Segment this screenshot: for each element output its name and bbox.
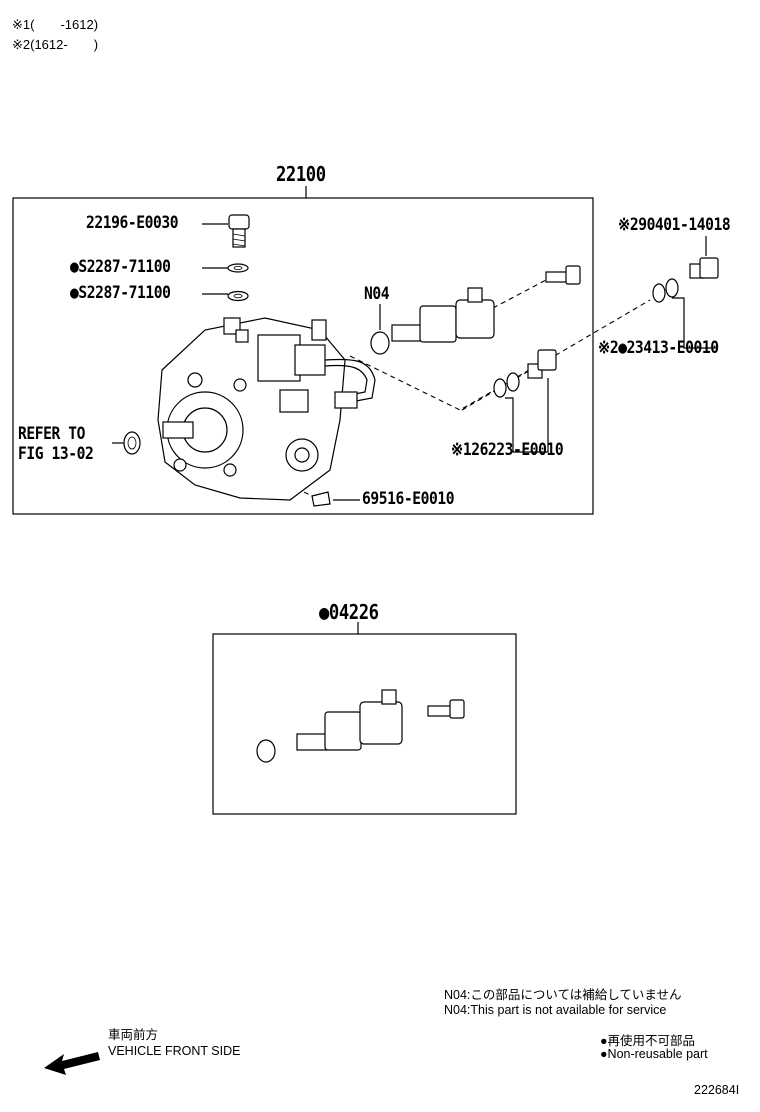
gasket-icon [493,378,507,398]
gasket-icon [665,278,679,298]
legend-nonreuse-en: ●Non-reusable part [600,1047,708,1061]
union-bolt-icon [689,257,719,279]
part-label-90401: ※290401-14018 [618,215,731,235]
front-arrow-icon [44,1052,100,1075]
union-bolt-icon [527,349,557,379]
part-label-s2287-b: ●S2287-71100 [70,283,171,303]
valve-part-icon [296,689,403,751]
assembly-box-main [12,197,594,515]
bolt-part-icon [427,699,465,719]
part-label-s2287-a: ●S2287-71100 [70,257,171,277]
legend-n04-en: N04:This part is not available for servi… [444,1003,667,1017]
refer-label-line1: REFER TO [18,424,85,444]
legend-nonreuse-jp: ●再使用不可部品 [600,1034,696,1048]
front-label-en: VEHICLE FRONT SIDE [108,1044,241,1058]
o-ring-icon [370,331,390,355]
note-2: ※2(1612- ) [12,37,99,52]
legend-n04-jp: N04:この部品については補給していません [444,988,682,1002]
gasket-icon [506,372,520,392]
assembly-box-sub [212,633,517,815]
valve-part-icon [391,287,495,343]
assembly-sub-number: ●04226 [319,600,379,624]
washer-part-icon [227,290,249,302]
part-label-22196: 22196-E0030 [86,213,179,233]
part-label-26223: ※126223-E0010 [451,440,564,460]
fuel-pump-icon [157,317,376,501]
washer-part-icon [227,263,249,273]
bolt-part-icon [545,265,581,285]
part-label-23413: ※2●23413-E0010 [598,338,719,358]
note-1: ※1( -1612) [12,17,99,32]
refer-label-line2: FIG 13-02 [18,444,94,464]
gasket-icon [652,283,666,303]
diagram-id: 222684I [694,1083,740,1097]
assembly-main-number: 22100 [276,162,326,186]
front-label-jp: 車両前方 [108,1028,159,1042]
nut-part-icon [123,431,141,455]
bolt-part-icon [228,214,250,248]
part-label-69516: 69516-E0010 [362,489,455,509]
key-part-icon [311,491,331,507]
part-label-n04: N04 [364,284,390,304]
o-ring-icon [256,739,276,763]
